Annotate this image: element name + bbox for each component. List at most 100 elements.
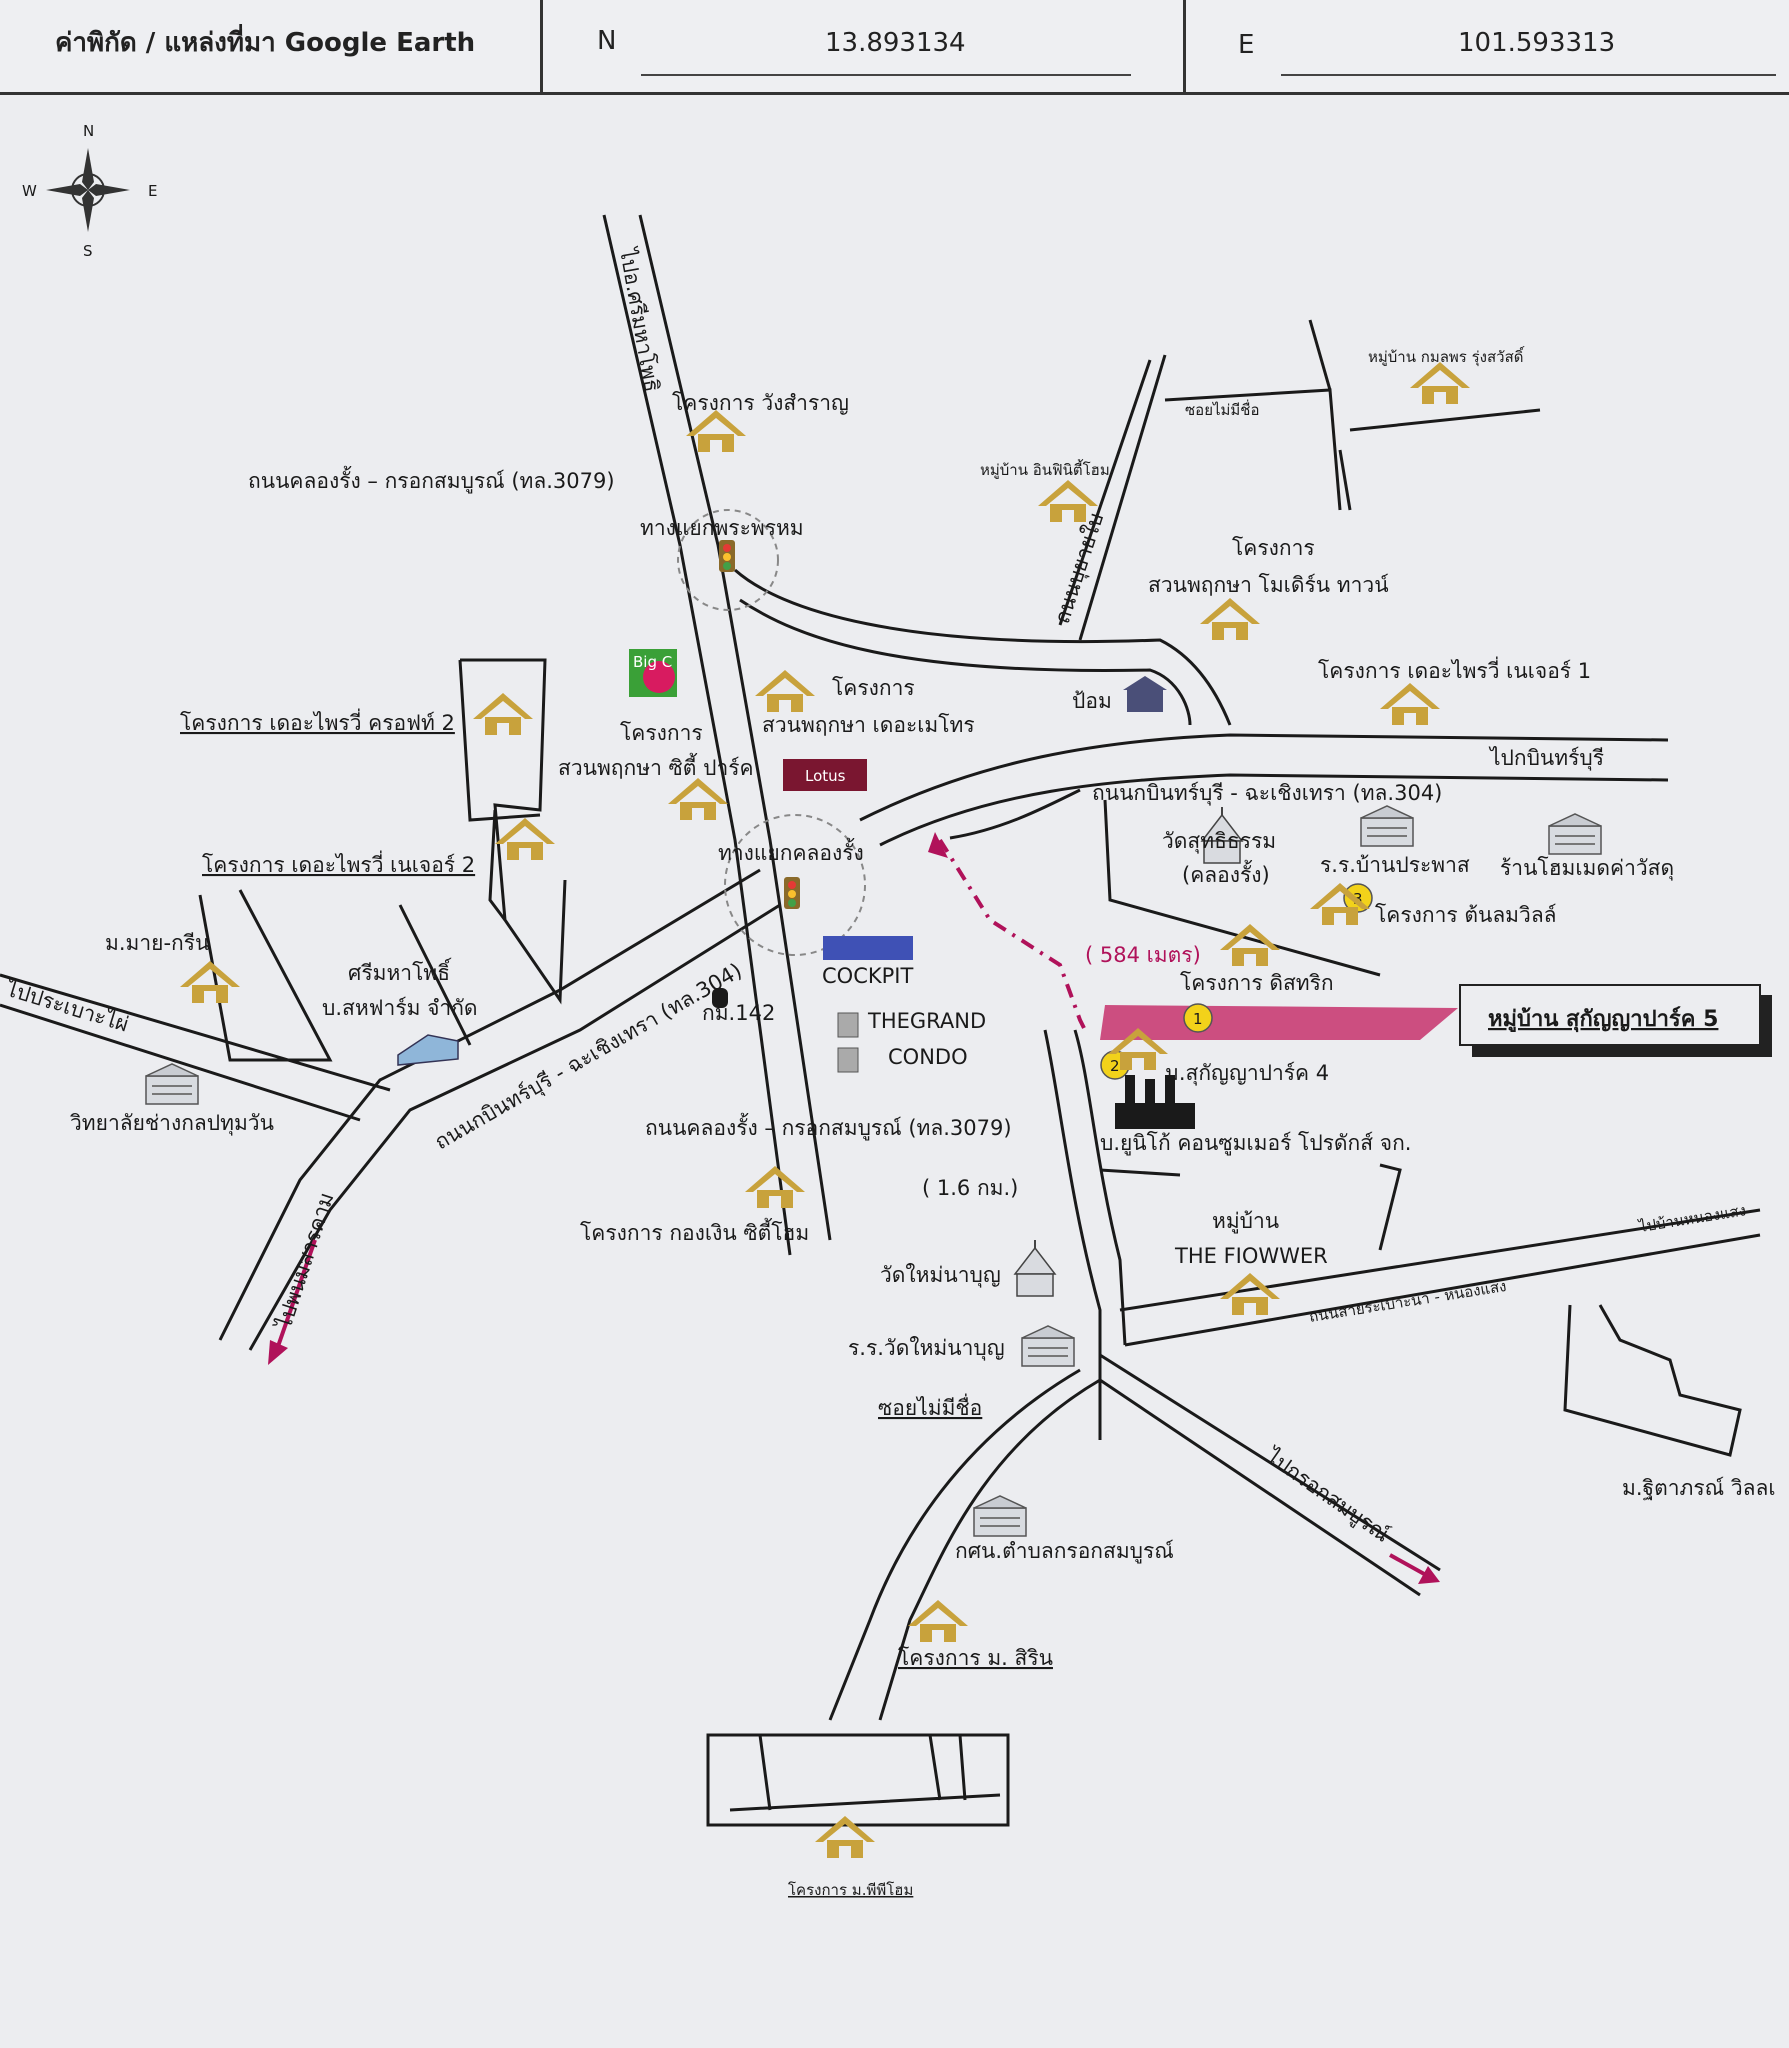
plot-west-2 [398, 904, 472, 1046]
label-suanphruksa-city-1: โครงการ [620, 721, 703, 745]
house-icon [1220, 924, 1280, 966]
road-network [0, 214, 1761, 1827]
road-soi-south-east [878, 1378, 1101, 1721]
thitaporn-plot [1563, 1304, 1742, 1457]
label-cockpit: COCKPIT [822, 964, 913, 988]
label-soi-no-name-top: ซอยไม่มีชื่อ [1185, 399, 1260, 419]
label-sri-mahaphot-1: ศรีมหาโพธิ์ [348, 957, 452, 985]
label-the-flower-2: THE FIOWWER [1174, 1244, 1328, 1268]
road-buyai-west [1058, 359, 1152, 626]
label-suanphruksa-modern-2: สวนพฤกษา โมเดิร์น ทาวน์ [1148, 573, 1389, 597]
phiphi-plot [706, 1733, 1010, 1827]
label-the-privy-nature-2: โครงการ เดอะไพรวี่ เนเจอร์ 2 [202, 850, 475, 877]
label-in-the-home: หมู่บ้าน อินฟินิตี้โฮม [980, 459, 1110, 479]
road-304-west-south [248, 903, 781, 1351]
road-kamolphon-2 [1338, 449, 1352, 511]
compass-s: S [83, 242, 93, 260]
arrow-phanom-head-icon [268, 1340, 288, 1365]
map-labels: ไปอ.ศรีมหาโพธิ โครงการ วังสำราญ ถนนคลองร… [2, 245, 1776, 1899]
east-label: E [1238, 30, 1255, 60]
label-sirin: โครงการ ม. สิริน [898, 1646, 1053, 1670]
route-arrow-icon [928, 832, 948, 858]
compass-w: W [22, 182, 37, 200]
house-icon [473, 693, 533, 735]
flower-road [1099, 1168, 1181, 1177]
subject-label-box [1459, 984, 1761, 1046]
direction-arrows [268, 832, 1440, 1584]
label-kosn: กศน.ตำบลกรอกสมบูรณ์ [955, 1539, 1174, 1564]
house-icon [495, 818, 555, 860]
label-road-3079-top: ถนนคลองรั้ง – กรอกสมบูรณ์ (ทล.3079) [248, 466, 615, 494]
farm-building-icon [397, 1034, 459, 1066]
school-icon [1021, 1325, 1075, 1367]
label-to-nongsaeng: ไปบ้านหนองแสง [1637, 1201, 1747, 1236]
label-to-phanom: ไปพนมสารคาม [271, 1190, 338, 1334]
temple-icon [1014, 1239, 1056, 1297]
label-the-grand: THEGRAND [867, 1009, 986, 1033]
poi-icons: Big C Lotus [145, 540, 1602, 1537]
subject-plot [1100, 1005, 1458, 1040]
label-sukanya-park-4: ม.สุกัญญาปาร์ค 4 [1165, 1061, 1329, 1086]
road-prasaeo-south [0, 1003, 361, 1122]
label-school-ban-prasat: ร.ร.บ้านประพาส [1320, 853, 1470, 877]
label-wat-mai-naboon: วัดใหม่นาบุญ [880, 1263, 1001, 1288]
road-3079-west-edge [602, 214, 792, 1256]
privy-croft-plot [460, 658, 567, 1005]
my-green-road [198, 889, 333, 1062]
phra-phrom-roundabout [677, 509, 779, 611]
label-condo: CONDO [888, 1045, 968, 1069]
road-to-krok-north [1099, 1353, 1441, 1572]
house-icon [755, 670, 815, 712]
label-sai-road: ถนนสายระเบาะนา - หนองแสง [1308, 1277, 1508, 1326]
phiphi-plot-lines [729, 1734, 1001, 1812]
label-soi-no-name-bottom: ซอยไม่มีชื่อ [878, 1393, 982, 1420]
privy-plot-line-2 [488, 809, 507, 921]
traffic-light-icon [719, 540, 735, 572]
traffic-light-icon [784, 877, 800, 909]
flower-road-2 [1378, 1163, 1402, 1251]
label-distance-584: ( 584 เมตร) [1085, 943, 1201, 967]
label-to-sri-mahaphot: ไปอ.ศรีมหาโพธิ [615, 245, 664, 394]
road-buyai-curve-south [739, 598, 1192, 726]
label-suanphruksa-metro-1: โครงการ [832, 676, 915, 700]
label-suanphruksa-metro-2: สวนพฤกษา เดอะเมโทร [762, 713, 975, 737]
road-nongsaeng-south [1124, 1233, 1761, 1347]
marker-1 [1183, 1003, 1213, 1033]
label-wat-suthi-2: (คลองรั้ง) [1182, 860, 1270, 887]
road-buyai-curve-north [734, 568, 1232, 726]
label-the-flower-1: หมู่บ้าน [1212, 1209, 1279, 1234]
road-wat-loop [1103, 799, 1381, 977]
condo-icon [837, 1012, 859, 1038]
label-the-privy-nature-1: โครงการ เดอะไพรวี่ เนเจอร์ 1 [1318, 656, 1591, 683]
arrow-phanom-icon [273, 1239, 317, 1356]
label-road-304-top: ถนนกบินทร์บุรี - ฉะเชิงเทรา (ทล.304) [1092, 781, 1442, 806]
big-c-logo-icon: Big C [629, 649, 677, 697]
label-school-wat-mai: ร.ร.วัดใหม่นาบุญ [848, 1336, 1005, 1361]
label-ton-lom-villa: โครงการ ต้นลมวิลล์ [1375, 903, 1557, 927]
road-kamolphon [1349, 408, 1541, 432]
house-icon [1200, 598, 1260, 640]
house-icon [1410, 362, 1470, 404]
lotus-label: Lotus [805, 767, 846, 785]
road-3079-south-west [1043, 1029, 1102, 1440]
factory-icon [1115, 1075, 1195, 1129]
source-label: ค่าพิกัด / แหล่งที่มา Google Earth [55, 28, 476, 58]
school-icon [1360, 805, 1414, 847]
label-wang-samran: โครงการ วังสำราญ [672, 391, 849, 415]
compass-e: E [148, 182, 157, 200]
compass-rose-icon: N S E W [22, 122, 157, 260]
lotus-logo-icon: Lotus [783, 759, 867, 791]
north-underline [641, 74, 1131, 76]
khlong-rang-roundabout [724, 814, 866, 956]
coordinate-header: ค่าพิกัด / แหล่งที่มา Google Earth N 13.… [0, 0, 1789, 95]
label-km-142: กม.142 [702, 1001, 775, 1025]
house-icon [745, 1166, 805, 1208]
road-3079-south-east [1073, 1029, 1127, 1346]
label-suanphruksa-city-2: สวนพฤกษา ซิตี้ ปาร์ค [558, 753, 754, 780]
label-phra-phrom-junction: ทางแยกพระพรหม [640, 516, 804, 540]
compass-n: N [83, 122, 94, 140]
police-box-icon [1123, 676, 1167, 712]
big-c-label: Big C [633, 653, 672, 671]
east-cell: E 101.593313 [1186, 0, 1786, 92]
